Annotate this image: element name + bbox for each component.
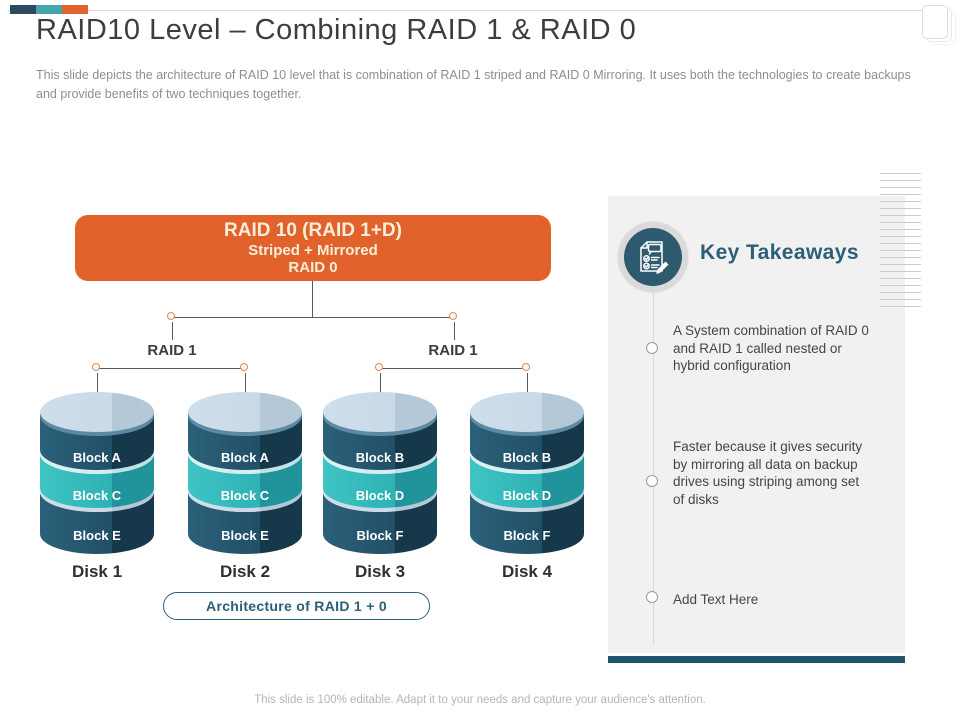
checklist-pencil-icon [640,241,669,274]
connector-node [449,312,457,320]
disk-name-2: Disk 2 [219,562,271,581]
root-line3: RAID 0 [288,258,338,276]
connector-node [375,363,383,371]
connector-node [240,363,248,371]
disk-cylinder-2: Block A Block C Block E [188,392,302,554]
takeaway-item-2: Faster because it gives security by mirr… [673,439,863,507]
block-label: Block D [503,488,551,503]
connector-level2-right [380,368,527,369]
disk-name-3: Disk 3 [354,562,406,581]
block-label: Block D [356,488,404,503]
disk-cylinder-3: Block B Block D Block F [323,392,437,554]
connector-stub [380,373,381,394]
connector-node [167,312,175,320]
connector-level2-left [97,368,245,369]
block-label: Block E [221,528,269,543]
block-label: Block A [73,450,122,465]
connector-stub [245,373,246,394]
block-label: Block B [503,450,551,465]
connector-node [92,363,100,371]
connector-root-stem [312,281,313,317]
raid10-root-node: RAID 10 (RAID 1+D) Striped + Mirrored RA… [75,215,551,281]
takeaways-timeline [653,290,654,645]
block-label: Block C [73,488,122,503]
disk-cylinder-4: Block B Block D Block F [470,392,584,554]
key-takeaways-badge [624,228,682,286]
connector-node [522,363,530,371]
raid1-label-right: RAID 1 [428,342,478,359]
block-label: Block C [221,488,270,503]
architecture-caption: Architecture of RAID 1 + 0 [163,592,430,620]
bullet-marker [646,475,658,487]
accent-square-teal [36,5,62,14]
header-divider-line [8,10,925,11]
block-label: Block E [73,528,121,543]
connector-stub [97,373,98,394]
raid1-label-left: RAID 1 [147,342,197,359]
block-label: Block F [357,528,404,543]
block-label: Block F [504,528,551,543]
root-line2: Striped + Mirrored [248,241,378,259]
accent-square-orange [62,5,88,14]
disk-name-1: Disk 1 [71,562,123,581]
takeaway-item-1: A System combination of RAID 0 and RAID … [673,323,869,374]
connector-level1 [172,317,455,318]
root-line1: RAID 10 (RAID 1+D) [224,219,402,241]
connector-stub [172,322,173,340]
disk-cylinder-1: Block A Block C Block E [40,392,154,554]
slide-subtitle: This slide depicts the architecture of R… [36,68,911,102]
takeaway-item-3: Add Text Here [673,592,759,607]
panel-bottom-bar [608,656,905,663]
slide-title: RAID10 Level – Combining RAID 1 & RAID 0 [36,14,637,46]
accent-square-navy [10,5,36,14]
footer-note: This slide is 100% editable. Adapt it to… [254,694,706,706]
key-takeaways-title: Key Takeaways [700,241,859,264]
bullet-marker [646,342,658,354]
connector-stub [454,322,455,340]
decorative-stripes [880,167,921,311]
bullet-marker [646,591,658,603]
block-label: Block B [356,450,404,465]
disk-name-4: Disk 4 [501,562,553,581]
connector-stub [527,373,528,394]
block-label: Block A [221,450,270,465]
architecture-caption-label: Architecture of RAID 1 + 0 [206,598,387,614]
